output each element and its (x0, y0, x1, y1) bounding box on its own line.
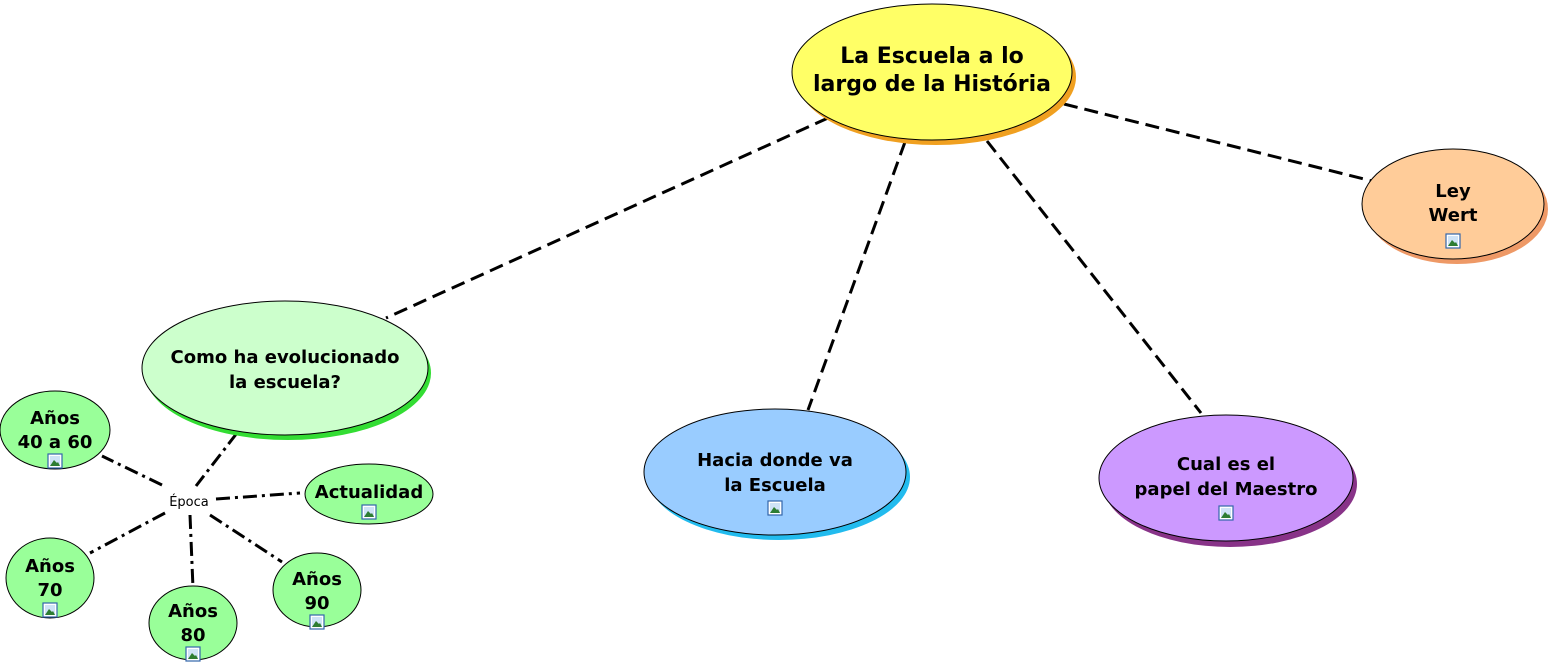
link-epoca-anos4060 (101, 454, 163, 487)
node-ellipse (0, 390, 111, 470)
node-ellipse (1098, 414, 1354, 542)
node-label-line: Como ha evolucionado (171, 347, 400, 368)
node-ellipse (1361, 148, 1545, 260)
image-icon-mountain (50, 460, 60, 466)
node-label-line: papel del Maestro (1135, 479, 1318, 500)
node-label-line: Años (168, 601, 218, 622)
link-root-maestro (985, 140, 1203, 414)
link-evolucion-epoca (194, 432, 239, 487)
node-label-line: Wert (1429, 205, 1478, 226)
image-attachment-icon[interactable] (42, 602, 58, 618)
image-icon-mountain (770, 507, 780, 513)
node-label-line: 40 a 60 (18, 432, 93, 453)
node-label-line: Actualidad (315, 482, 423, 503)
image-attachment-icon[interactable] (47, 453, 63, 469)
image-attachment-icon[interactable] (309, 614, 325, 630)
image-icon-mountain (1448, 240, 1458, 246)
node-label-line: Hacia donde va (697, 450, 853, 471)
link-root-wert (1063, 102, 1373, 183)
node-label-line: Años (30, 408, 80, 429)
node-hacia[interactable]: Hacia donde va la Escuela (643, 408, 910, 540)
node-ellipse (5, 537, 95, 619)
node-label-line: Cual es el (1177, 454, 1275, 475)
node-evolucion[interactable]: Como ha evolucionado la escuela? (141, 300, 431, 440)
image-icon-mountain (312, 621, 322, 627)
node-label-line: 80 (180, 625, 205, 646)
image-attachment-icon[interactable] (185, 646, 201, 662)
node-ellipse (643, 408, 907, 536)
nodes: La Escuela a lo largo de la HistóriaComo … (0, 3, 1548, 662)
node-anos90[interactable]: Años 90 (272, 552, 362, 630)
node-anos4060[interactable]: Años 40 a 60 (0, 390, 111, 470)
link-epoca-anos80 (188, 514, 195, 589)
node-label-line: la escuela? (229, 372, 341, 393)
links (89, 102, 1373, 589)
image-attachment-icon[interactable] (767, 500, 783, 516)
node-label-line: Ley (1435, 181, 1471, 202)
node-label-line: largo de la História (813, 72, 1051, 97)
node-anos80[interactable]: Años 80 (148, 585, 238, 662)
node-label-line: la Escuela (724, 475, 826, 496)
node-anos70[interactable]: Años 70 (5, 537, 95, 619)
link-epoca-actualidad (215, 491, 301, 501)
node-maestro[interactable]: Cual es el papel del Maestro (1098, 414, 1357, 547)
image-attachment-icon[interactable] (1445, 233, 1461, 249)
node-label-line: 90 (304, 593, 329, 614)
link-epoca-anos70 (89, 511, 166, 555)
node-label-line: Años (292, 569, 342, 590)
node-ellipse (304, 463, 434, 525)
link-root-hacia (806, 141, 907, 411)
image-icon-mountain (45, 609, 55, 615)
image-icon-mountain (188, 653, 198, 659)
link-root-evolucion (385, 116, 829, 320)
link-epoca-anos90 (209, 513, 283, 564)
node-ellipse (141, 300, 429, 436)
image-attachment-icon[interactable] (361, 504, 377, 520)
node-root[interactable]: La Escuela a lo largo de la História (791, 3, 1076, 145)
image-attachment-icon[interactable] (1218, 505, 1234, 521)
link-label-epoca: Época (169, 494, 209, 510)
node-ellipse (791, 3, 1073, 141)
node-label-line: Años (25, 556, 75, 577)
node-actualidad[interactable]: Actualidad (304, 463, 434, 525)
image-icon-mountain (1221, 512, 1231, 518)
node-label-line: La Escuela a lo (840, 44, 1023, 69)
image-icon-mountain (364, 511, 374, 517)
node-label-line: 70 (37, 580, 62, 601)
